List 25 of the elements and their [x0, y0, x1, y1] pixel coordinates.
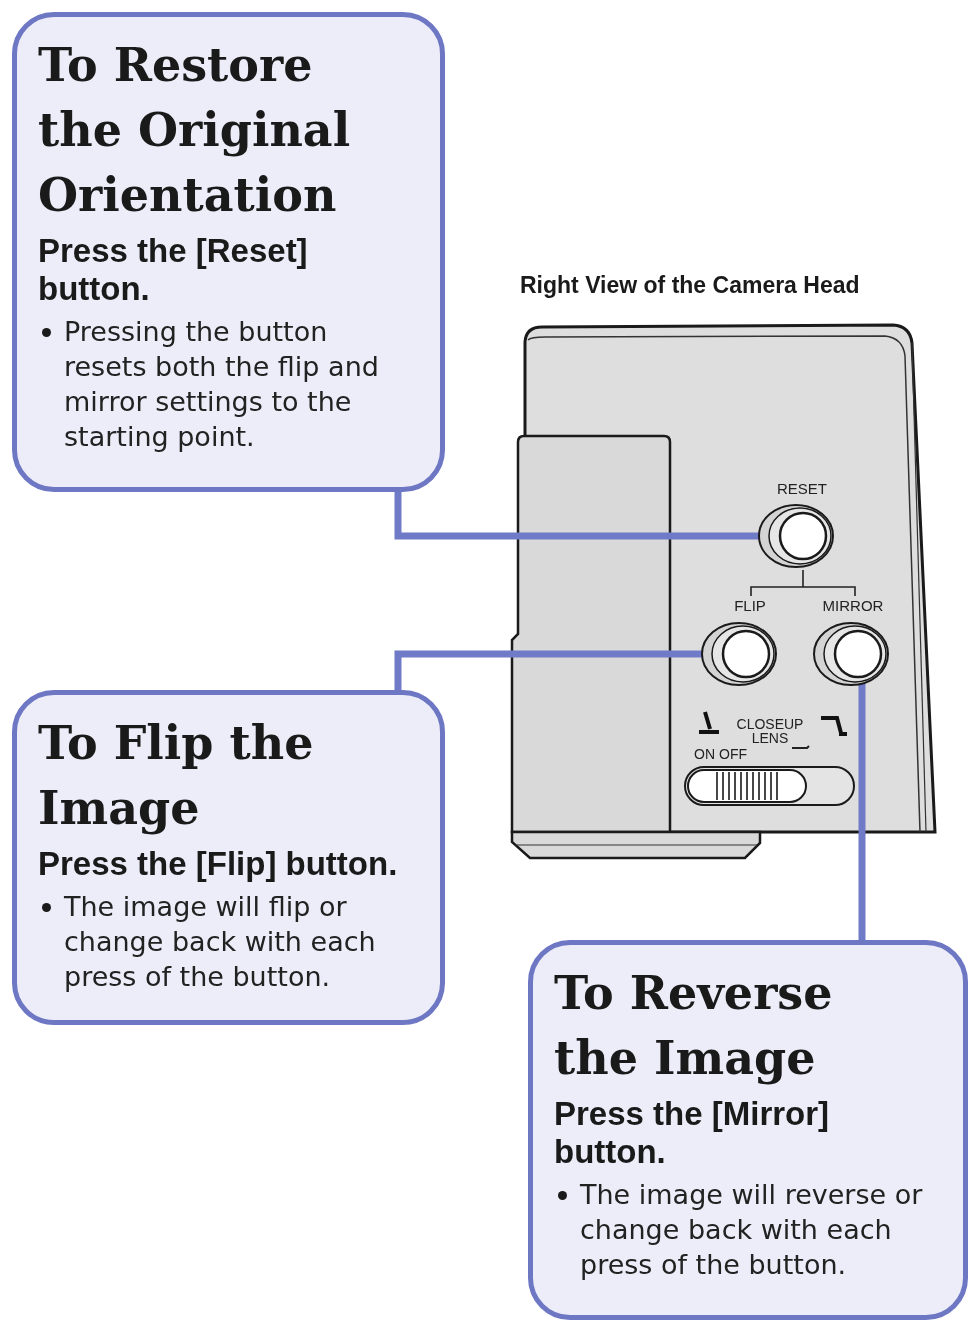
callout-heading: To Reverse the Image [554, 965, 834, 1087]
callout-heading: To Flip the Image [38, 715, 315, 837]
part-label: MIRROR [822, 598, 884, 613]
leader-line [394, 491, 759, 540]
leader-line [394, 650, 702, 691]
instruction-text: Press the [Flip] button. [38, 845, 399, 883]
instruction-text: Press the [Mirror] button. [554, 1095, 831, 1171]
round-push-button [700, 621, 778, 687]
instruction-text: Press the [Reset] button. [38, 232, 309, 308]
bullet-text: Pressing the button resets both the flip and mirror settings to the starting point. [64, 315, 380, 454]
round-push-button [812, 621, 890, 687]
bullet-text: The image will flip or change back with each press of the button. [64, 890, 377, 994]
part-label: FLIP [734, 598, 766, 613]
switch-position-label: OFF [719, 747, 747, 761]
callout-box [528, 940, 968, 1320]
part-label: RESET [777, 481, 827, 496]
callout-heading: To Restore the Original Orientation [38, 37, 352, 224]
round-push-button [757, 503, 835, 569]
leader-line [858, 684, 866, 941]
callout-box [12, 12, 445, 492]
switch-position-label: ON [694, 747, 715, 761]
callout-box [12, 690, 445, 1025]
bullet-text: The image will reverse or change back with each press of the button. [580, 1178, 924, 1282]
view-heading: Right View of the Camera Head [520, 271, 860, 299]
part-label: CLOSEUP LENS [735, 717, 805, 745]
